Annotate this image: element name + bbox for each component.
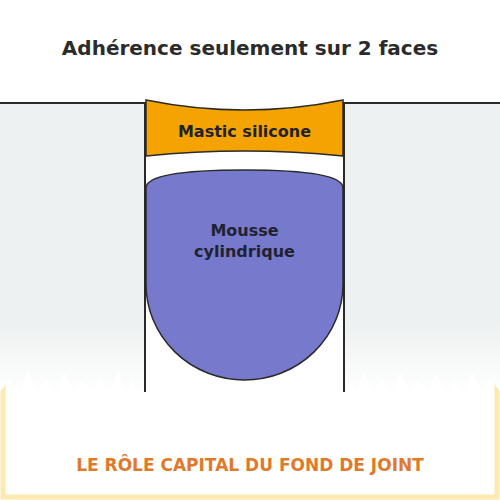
backer-rod: Mousse cylindrique — [146, 166, 343, 380]
wall-edge — [0, 102, 146, 104]
backer-rod-outline — [146, 166, 343, 380]
node-label: Mastic silicone — [158, 122, 331, 143]
backer-rod-fill — [146, 170, 343, 380]
node-label: Mousse cylindrique — [158, 221, 331, 263]
sealant-band-fill — [146, 100, 343, 156]
wall-edge — [343, 102, 500, 104]
caption: LE RÔLE CAPITAL DU FOND DE JOINT — [0, 455, 500, 475]
title: Adhérence seulement sur 2 faces — [0, 36, 500, 60]
text-holder: Mastic silicone — [146, 100, 343, 143]
text-holder: Mousse cylindrique — [146, 166, 343, 263]
right-wall — [344, 103, 500, 396]
frame — [3, 370, 497, 497]
left-wall — [0, 103, 145, 396]
sealant-band: Mastic silicone — [146, 100, 343, 162]
